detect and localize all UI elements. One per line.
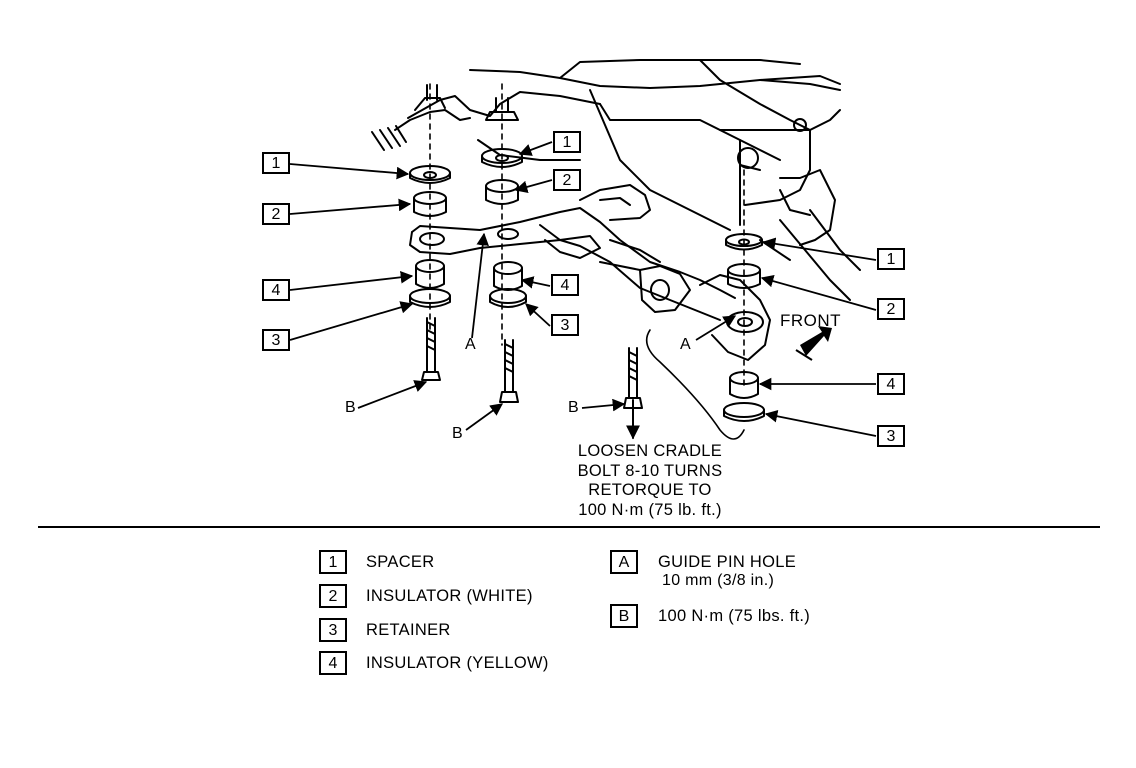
legend-key-1: 1 — [319, 550, 347, 574]
legend-key-3: 3 — [319, 618, 347, 642]
vehicle-body-outline — [407, 59, 861, 301]
callout-1-mid: 1 — [553, 131, 581, 153]
legend-label-insulator-yellow: INSULATOR (YELLOW) — [366, 654, 549, 672]
legend-key-4: 4 — [319, 651, 347, 675]
callout-4-mid: 4 — [551, 274, 579, 296]
callout-2-mid: 2 — [553, 169, 581, 191]
note-line: LOOSEN CRADLE — [577, 442, 723, 460]
callout-4-left: 4 — [262, 279, 290, 301]
cradle-crossmember — [409, 184, 771, 361]
center-body-stud — [485, 97, 519, 121]
center-mount-stack — [481, 148, 527, 403]
legend-label-spacer: SPACER — [366, 553, 435, 571]
label-b-left: B — [345, 399, 356, 416]
callout-3-right: 3 — [877, 425, 905, 447]
legend-label-insulator-white: INSULATOR (WHITE) — [366, 587, 533, 605]
legend-label-torque: 100 N·m (75 lbs. ft.) — [658, 607, 811, 625]
front-direction-arrow — [795, 326, 832, 361]
note-line: BOLT 8-10 TURNS — [577, 461, 723, 480]
callout-2-left: 2 — [262, 203, 290, 225]
front-label: FRONT — [780, 311, 842, 330]
label-a-left: A — [465, 336, 476, 353]
legend-label-retainer: RETAINER — [366, 621, 451, 639]
callout-1-left: 1 — [262, 152, 290, 174]
legend-label-guide-pin-hole: GUIDE PIN HOLE — [658, 553, 797, 571]
legend-key-2: 2 — [319, 584, 347, 608]
callout-3-mid: 3 — [551, 314, 579, 336]
label-b-mid: B — [452, 425, 463, 442]
label-b-right: B — [568, 399, 579, 416]
loosen-cradle-bolt — [623, 347, 643, 440]
callout-4-right: 4 — [877, 373, 905, 395]
legend-divider — [38, 526, 1100, 528]
label-a-right: A — [680, 336, 691, 353]
right-mount-stack — [723, 233, 765, 422]
left-mount-stack — [409, 165, 451, 381]
note-line: RETORQUE TO — [588, 481, 712, 499]
legend-key-b: B — [610, 604, 638, 628]
callout-1-right: 1 — [877, 248, 905, 270]
callout-2-right: 2 — [877, 298, 905, 320]
note-line: 100 N·m (75 lb. ft.) — [578, 500, 722, 519]
legend-key-a: A — [610, 550, 638, 574]
loosen-bolt-note: LOOSEN CRADLE BOLT 8-10 TURNS RETORQUE T… — [520, 442, 780, 520]
left-body-bracket — [371, 84, 581, 161]
callout-3-left: 3 — [262, 329, 290, 351]
legend-guide-pin-size: 10 mm (3/8 in.) — [662, 572, 775, 589]
